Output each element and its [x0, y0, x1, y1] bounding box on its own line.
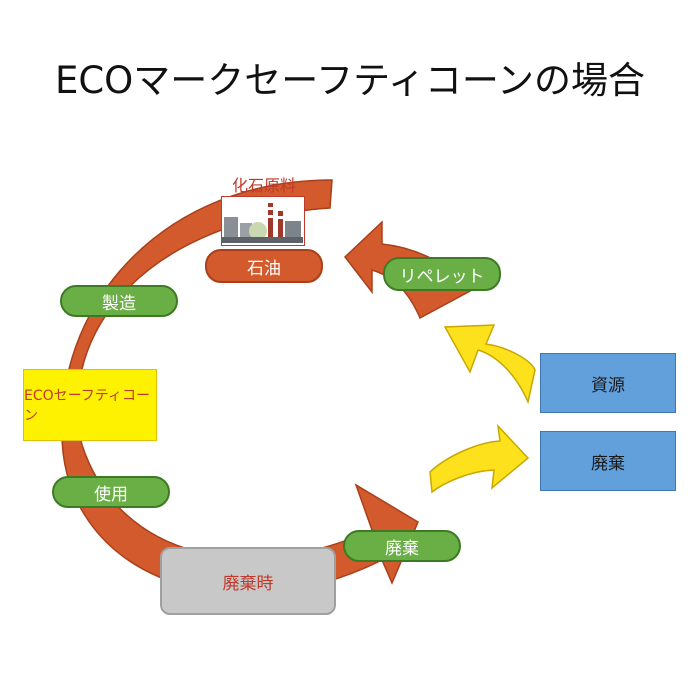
- resource-arrow: [443, 324, 536, 405]
- disposal-pill: 廃棄: [343, 530, 461, 562]
- factory-icon: [221, 196, 305, 246]
- disposal-time-box: 廃棄時: [160, 547, 336, 615]
- resource-box: 資源: [540, 353, 676, 413]
- product-box: ECOセーフティコーン: [23, 369, 157, 441]
- page-title: ECOマークセーフティコーンの場合: [54, 59, 646, 102]
- manufacture-pill: 製造: [60, 285, 178, 317]
- repellet-pill: リペレット: [383, 257, 501, 291]
- waste-arrow: [429, 423, 530, 494]
- fossil-fuel-label: 化石原料: [231, 176, 296, 195]
- oil-box: 石油: [205, 249, 323, 283]
- use-pill: 使用: [52, 476, 170, 508]
- waste-box: 廃棄: [540, 431, 676, 491]
